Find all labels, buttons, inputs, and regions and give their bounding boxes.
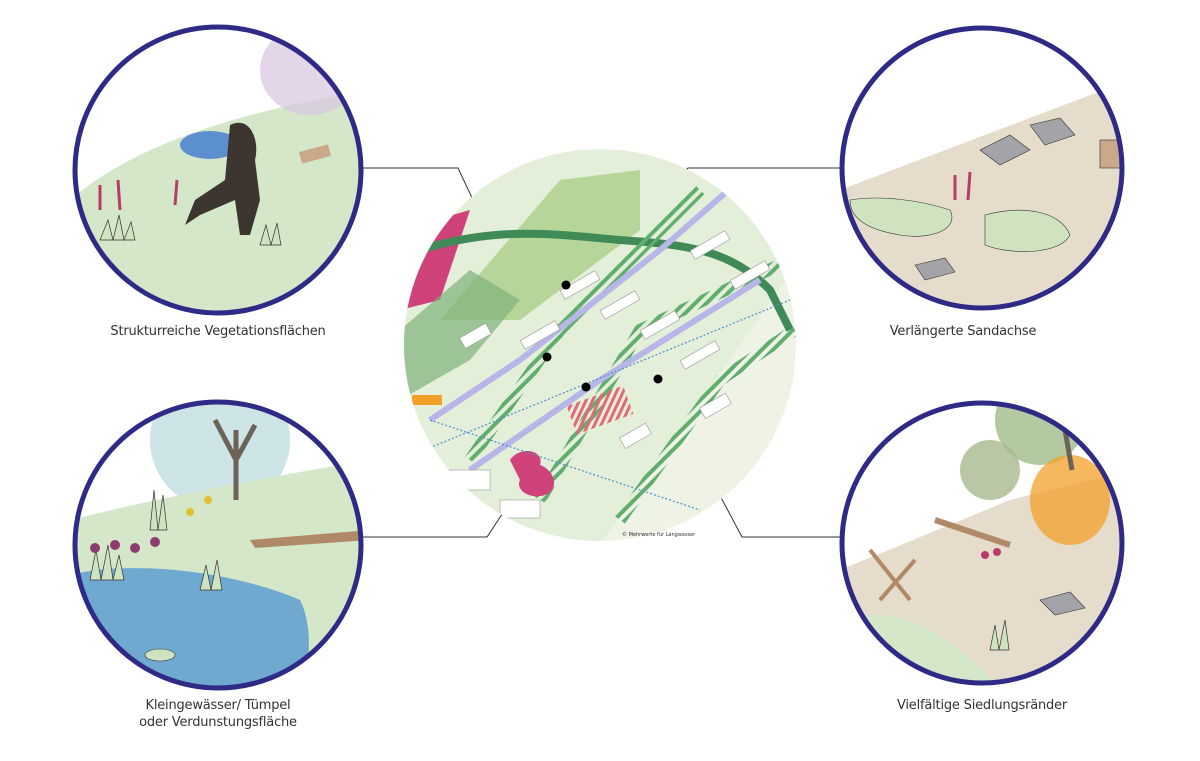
vignette-border <box>72 24 364 316</box>
map-markers <box>542 280 663 392</box>
vignette-border <box>72 399 364 691</box>
marker-dot <box>561 280 571 290</box>
map-copyright: © Mehrwerte für Langwasser <box>622 532 696 538</box>
label-sandachse: Verlängerte Sandachse <box>889 324 1037 339</box>
vignette-border <box>839 25 1125 311</box>
vignette-kleingewaesser <box>75 402 361 688</box>
orange-shrub <box>1030 455 1110 545</box>
label-kleingewaesser: Kleingewässer/ Tümpel oder Verdunstungsf… <box>68 697 368 731</box>
vignette-sandachse <box>842 28 1122 308</box>
map-pink-playground <box>510 450 555 497</box>
vignette-border <box>839 400 1125 686</box>
map-stream <box>418 229 794 332</box>
marker-dot <box>581 382 591 392</box>
vignette-siedlungsraender <box>842 403 1122 683</box>
marker-dot <box>653 374 663 384</box>
pond-shape <box>180 131 240 159</box>
site-map <box>404 149 796 541</box>
label-siedlungsraender: Vielfältige Siedlungsränder <box>896 698 1068 713</box>
label-kleingewaesser-line1: Kleingewässer/ Tümpel <box>145 698 291 713</box>
marker-dot <box>542 352 552 362</box>
label-kleingewaesser-line2: oder Verdunstungsfläche <box>139 715 297 730</box>
person-silhouette <box>185 122 260 235</box>
label-vegetation: Strukturreiche Vegetationsflächen <box>110 324 326 339</box>
